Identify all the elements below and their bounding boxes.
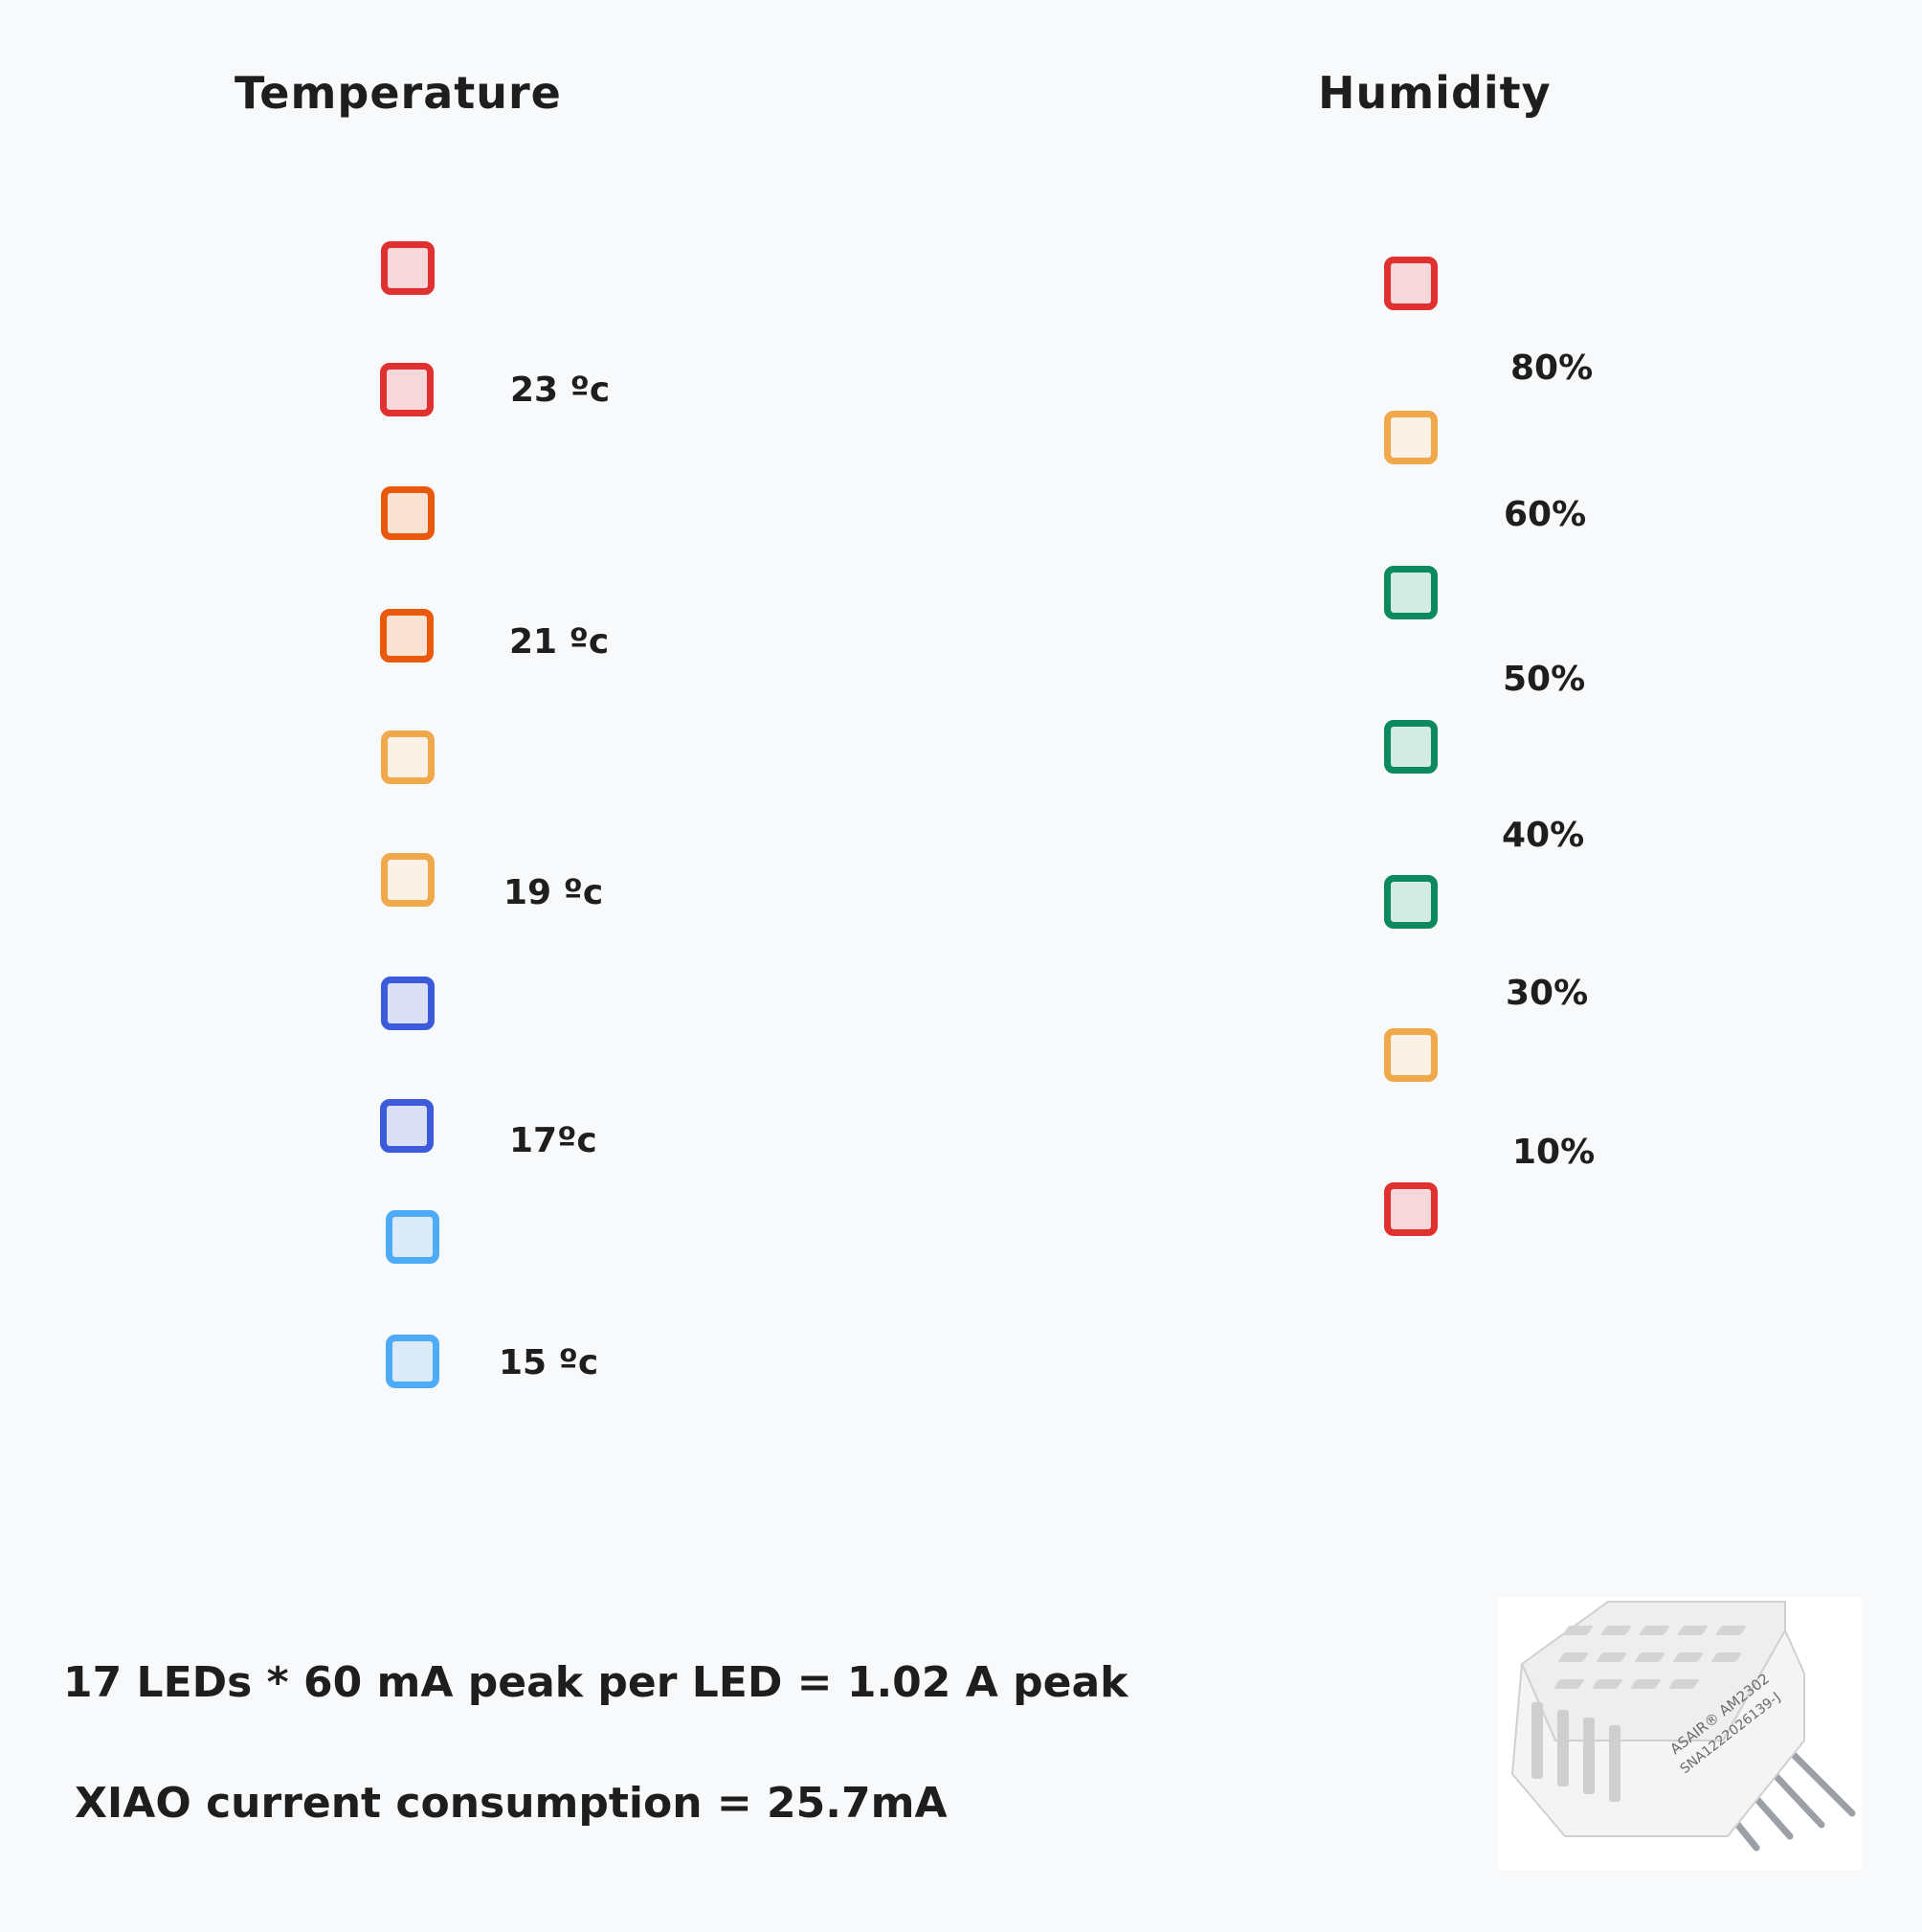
temperature-led <box>380 363 434 416</box>
temperature-led <box>381 241 435 295</box>
temperature-led <box>381 977 435 1030</box>
humidity-led <box>1384 1028 1438 1082</box>
xiao-current-note: XIAO current consumption = 25.7mA <box>75 1779 948 1828</box>
temperature-title: Temperature <box>235 67 562 119</box>
temperature-led <box>381 730 435 784</box>
humidity-label-30: 30% <box>1506 974 1589 1013</box>
temperature-led <box>380 1099 434 1153</box>
humidity-led <box>1384 566 1438 619</box>
humidity-title: Humidity <box>1318 67 1552 119</box>
temperature-label-19: 19 ºc <box>503 873 604 912</box>
temperature-label-15: 15 ºc <box>499 1343 599 1382</box>
humidity-led <box>1384 1182 1438 1236</box>
temperature-led <box>381 853 435 907</box>
humidity-label-50: 50% <box>1503 660 1586 699</box>
humidity-led <box>1384 257 1438 310</box>
temperature-label-17: 17ºc <box>509 1121 597 1160</box>
am2302-sensor-icon: ASAIR® AM2302 SNA1222026139-J <box>1498 1597 1862 1870</box>
humidity-label-80: 80% <box>1510 348 1594 388</box>
temperature-label-21: 21 ºc <box>509 622 610 662</box>
temperature-led <box>386 1335 439 1388</box>
humidity-label-40: 40% <box>1502 816 1585 855</box>
temperature-led <box>386 1210 439 1264</box>
humidity-label-60: 60% <box>1504 495 1587 534</box>
humidity-led <box>1384 875 1438 929</box>
humidity-label-10: 10% <box>1512 1133 1596 1172</box>
peak-current-note: 17 LEDs * 60 mA peak per LED = 1.02 A pe… <box>63 1658 1129 1707</box>
humidity-led <box>1384 720 1438 774</box>
humidity-led <box>1384 411 1438 464</box>
temperature-label-23: 23 ºc <box>510 371 611 410</box>
temperature-led <box>380 609 434 663</box>
temperature-led <box>381 486 435 540</box>
